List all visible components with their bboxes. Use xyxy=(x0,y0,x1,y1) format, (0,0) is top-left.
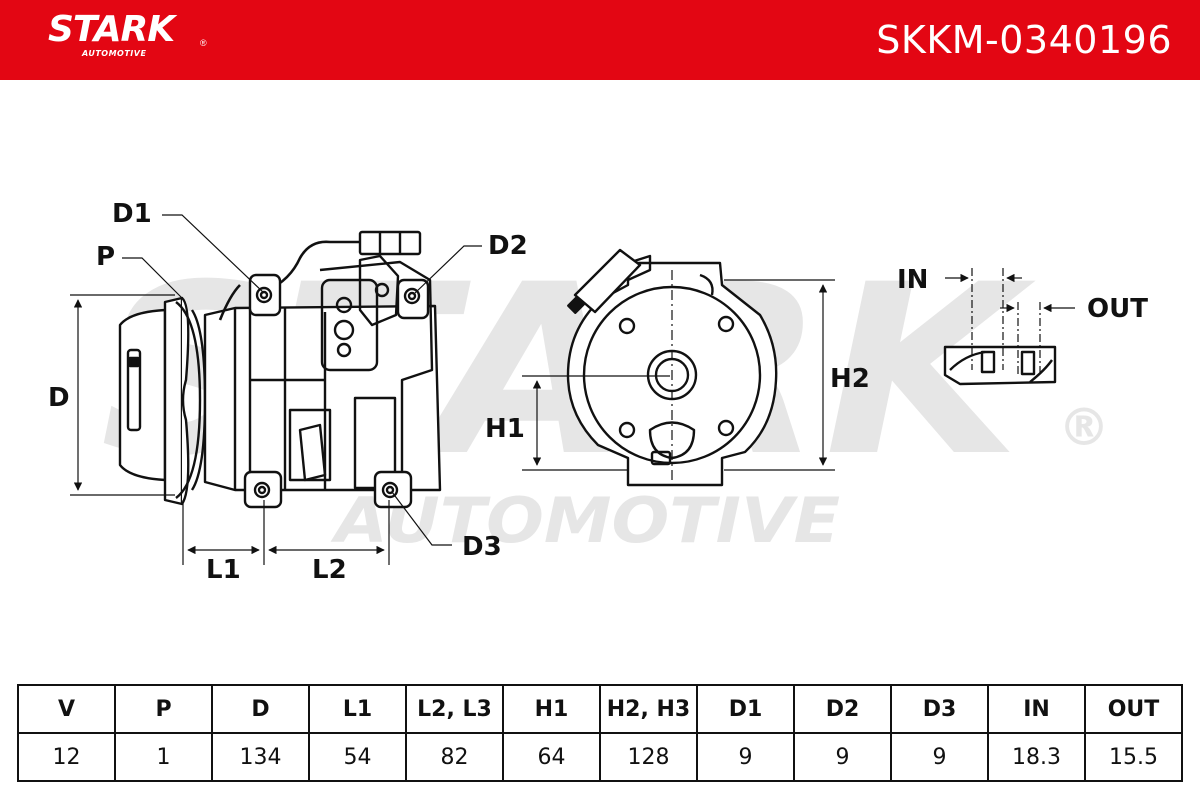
label-d: D xyxy=(48,383,70,413)
spec-value-in: 18.3 xyxy=(987,732,1086,782)
label-h2: H2 xyxy=(830,364,870,394)
label-d3: D3 xyxy=(462,532,502,562)
spec-header-d3: D3 xyxy=(890,684,989,734)
spec-header-l2-l3: L2, L3 xyxy=(405,684,504,734)
label-p: P xyxy=(96,242,115,272)
spec-header-v: V xyxy=(17,684,116,734)
spec-header-in: IN xyxy=(987,684,1086,734)
label-d2: D2 xyxy=(488,231,528,261)
spec-value-l1: 54 xyxy=(308,732,407,782)
label-in: IN xyxy=(897,265,928,295)
spec-header-p: P xyxy=(114,684,213,734)
spec-table-value-row: 12 1 134 54 82 64 128 9 9 9 18.3 15.5 xyxy=(17,732,1183,782)
spec-value-h2-h3: 128 xyxy=(599,732,698,782)
spec-value-d: 134 xyxy=(211,732,310,782)
spec-header-d: D xyxy=(211,684,310,734)
spec-table: V P D L1 L2, L3 H1 H2, H3 D1 D2 D3 IN OU… xyxy=(17,684,1183,782)
spec-header-out: OUT xyxy=(1084,684,1183,734)
spec-value-v: 12 xyxy=(17,732,116,782)
spec-value-out: 15.5 xyxy=(1084,732,1183,782)
technical-drawing: STARK AUTOMOTIVE ® xyxy=(48,199,1148,585)
watermark-registered: ® xyxy=(1058,398,1110,458)
part-number: SKKM-0340196 xyxy=(876,18,1172,62)
spec-header-l1: L1 xyxy=(308,684,407,734)
logo-wordmark: STARK xyxy=(48,9,175,50)
port-detail-dimensions xyxy=(945,268,1075,375)
rear-view-dimensions xyxy=(522,270,835,480)
stark-logo: STARK ® AUTOMOTIVE xyxy=(48,9,207,59)
spec-value-h1: 64 xyxy=(502,732,601,782)
side-view-dimensions xyxy=(70,214,482,565)
spec-header-h1: H1 xyxy=(502,684,601,734)
spec-value-d1: 9 xyxy=(696,732,795,782)
watermark-sub: AUTOMOTIVE xyxy=(330,484,840,557)
spec-value-p: 1 xyxy=(114,732,213,782)
spec-header-d1: D1 xyxy=(696,684,795,734)
logo-tagline: AUTOMOTIVE xyxy=(82,49,147,58)
spec-value-d3: 9 xyxy=(890,732,989,782)
spec-header-d2: D2 xyxy=(793,684,892,734)
spec-value-d2: 9 xyxy=(793,732,892,782)
compressor-side-view xyxy=(118,230,442,509)
spec-table-header-row: V P D L1 L2, L3 H1 H2, H3 D1 D2 D3 IN OU… xyxy=(17,684,1183,734)
port-detail-view xyxy=(943,345,1057,386)
header-bar: STARK ® AUTOMOTIVE SKKM-0340196 xyxy=(0,0,1200,80)
logo-registered-mark: ® xyxy=(200,38,207,48)
spec-header-h2-h3: H2, H3 xyxy=(599,684,698,734)
label-h1: H1 xyxy=(485,414,525,444)
spec-value-l2-l3: 82 xyxy=(405,732,504,782)
label-d1: D1 xyxy=(112,199,152,229)
label-l2: L2 xyxy=(312,555,347,585)
label-l1: L1 xyxy=(206,555,241,585)
label-out: OUT xyxy=(1087,294,1148,324)
